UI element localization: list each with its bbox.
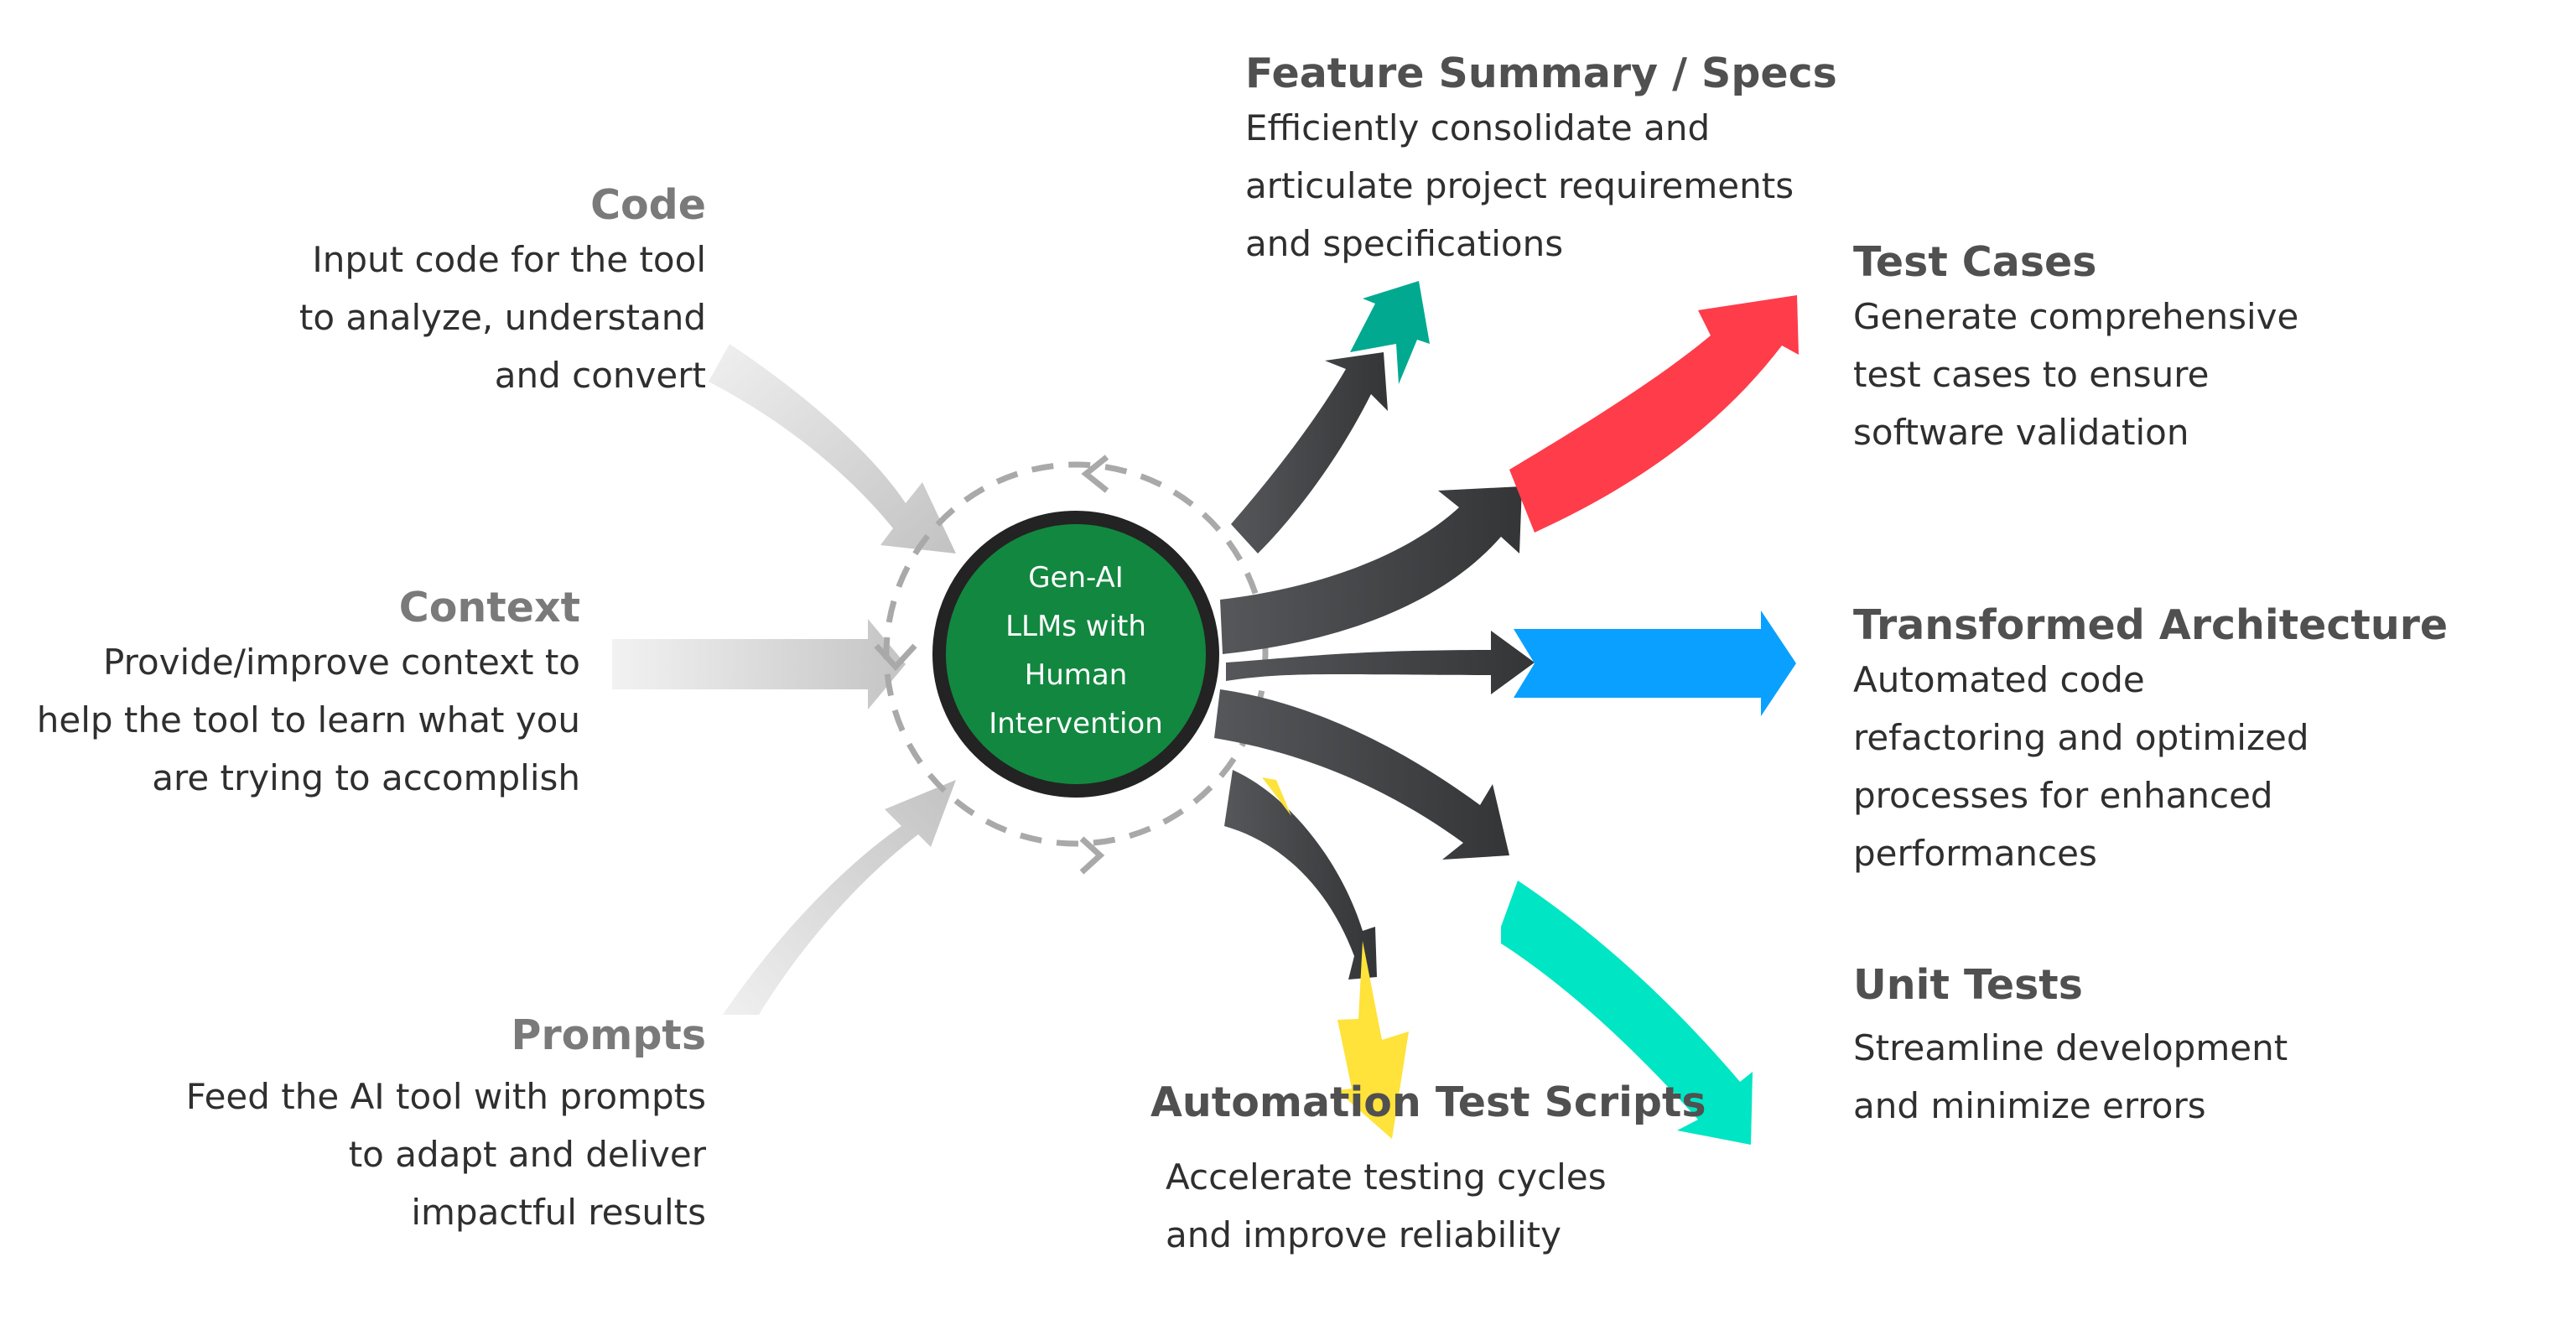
- output-line: software validation: [1853, 412, 2189, 453]
- output-block-unit-tests: Unit Tests Streamline development and mi…: [1853, 960, 2288, 1135]
- center-node-label: Gen-AI LLMs with Human Intervention: [933, 553, 1218, 748]
- dark-arrow-transformed-architecture: [1226, 631, 1535, 694]
- output-arrow-automation: [1337, 941, 1409, 1139]
- input-block-code: Code Input code for the tool to analyze,…: [299, 180, 706, 404]
- input-line: help the tool to learn what you: [36, 699, 580, 741]
- output-line: Automated code: [1853, 659, 2145, 700]
- output-title-automation-test-scripts: Automation Test Scripts: [1150, 1078, 1706, 1126]
- center-line-2: LLMs with: [1005, 610, 1146, 643]
- input-title-context: Context: [398, 584, 580, 631]
- input-arrow-context: [612, 619, 906, 709]
- output-line: Accelerate testing cycles: [1166, 1156, 1607, 1198]
- output-line: articulate project requirements: [1245, 165, 1794, 206]
- output-line: Efficiently consolidate and: [1245, 107, 1711, 148]
- output-arrow-transformed-architecture: [1514, 611, 1796, 716]
- input-line: Provide/improve context to: [103, 642, 580, 683]
- input-line: to adapt and deliver: [348, 1134, 706, 1175]
- output-title-test-cases: Test Cases: [1853, 238, 2097, 286]
- output-block-test-cases: Test Cases Generate comprehensive test c…: [1853, 237, 2298, 461]
- output-line: performances: [1853, 833, 2097, 874]
- output-line: test cases to ensure: [1853, 354, 2210, 395]
- output-arrow-unit-tests: [1501, 881, 1753, 1145]
- input-block-context: Context Provide/improve context to help …: [37, 583, 580, 807]
- output-title-unit-tests: Unit Tests: [1853, 961, 2083, 1009]
- input-line: to analyze, understand: [299, 297, 706, 338]
- dark-arrow-unit-tests: [1214, 689, 1509, 860]
- output-line: processes for enhanced: [1853, 775, 2273, 816]
- center-line-1: Gen-AI: [1028, 561, 1124, 595]
- output-block-transformed-architecture: Transformed Architecture Automated code …: [1853, 600, 2448, 882]
- input-arrow-prompts: [723, 780, 956, 1015]
- input-line: and convert: [494, 355, 706, 396]
- output-arrow-test-cases: [1509, 295, 1799, 533]
- input-line: impactful results: [411, 1192, 706, 1233]
- cycle-chevron-top-icon: [1081, 455, 1109, 493]
- input-title-code: Code: [590, 181, 706, 229]
- output-line: Generate comprehensive: [1853, 296, 2299, 337]
- output-line: and specifications: [1245, 223, 1564, 264]
- input-block-prompts: Prompts Feed the AI tool with prompts to…: [186, 1011, 706, 1241]
- cycle-chevron-bottom-icon: [1079, 836, 1105, 875]
- center-node: [932, 511, 1219, 798]
- center-line-3: Human: [1024, 658, 1128, 692]
- output-arrow-feature-summary: [1350, 281, 1430, 384]
- input-arrow-code: [709, 344, 956, 553]
- output-block-automation-test-scripts: Automation Test Scripts Accelerate testi…: [1150, 1078, 1706, 1264]
- output-title-transformed-architecture: Transformed Architecture: [1853, 601, 2449, 649]
- cycle-chevron-left-icon: [874, 643, 917, 672]
- output-line: refactoring and optimized: [1853, 717, 2309, 758]
- yellow-accent-sliver: [1262, 777, 1291, 816]
- center-line-4: Intervention: [989, 707, 1163, 741]
- output-block-feature-summary: Feature Summary / Specs Efficiently cons…: [1245, 49, 1837, 273]
- input-title-prompts: Prompts: [511, 1011, 706, 1059]
- input-line: Input code for the tool: [312, 239, 706, 280]
- dark-arrow-test-cases: [1220, 486, 1522, 654]
- input-line: Feed the AI tool with prompts: [185, 1076, 706, 1117]
- dark-arrow-feature-summary: [1231, 352, 1388, 553]
- input-line: are trying to accomplish: [152, 757, 580, 798]
- output-line: and minimize errors: [1853, 1085, 2206, 1126]
- output-line: Streamline development: [1853, 1027, 2288, 1068]
- output-title-feature-summary: Feature Summary / Specs: [1245, 49, 1837, 97]
- dark-arrow-automation: [1224, 770, 1377, 980]
- output-line: and improve reliability: [1166, 1214, 1561, 1255]
